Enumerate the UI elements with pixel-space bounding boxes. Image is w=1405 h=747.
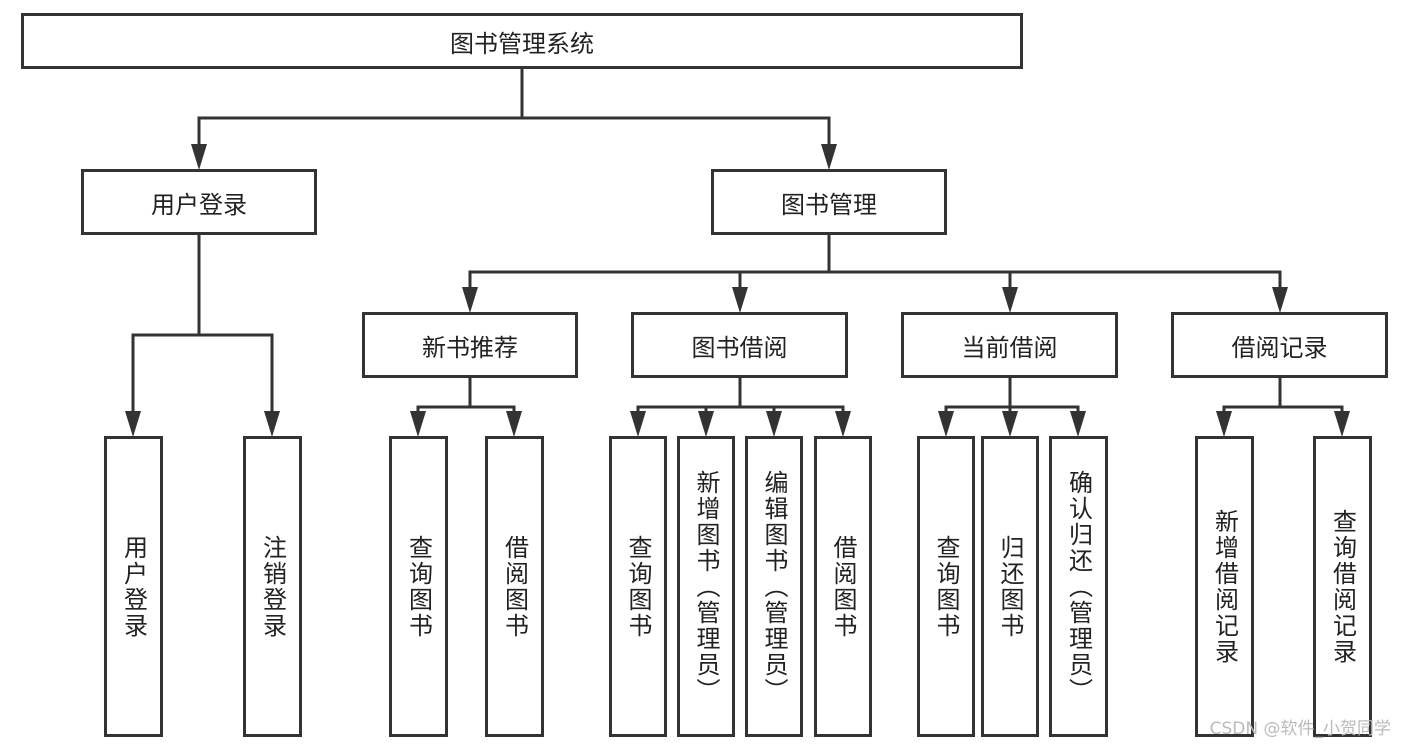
node-borrow-records: 借阅记录: [1171, 312, 1388, 378]
node-new-book-recommend: 新书推荐: [362, 312, 578, 378]
arrowhead-icon: [1216, 411, 1232, 437]
leaf-query-books-3: 查询图书: [917, 436, 975, 737]
arrowhead-icon: [835, 411, 851, 437]
node-root: 图书管理系统: [21, 13, 1023, 69]
leaf-borrow-books-1: 借阅图书: [485, 436, 544, 737]
arrowhead-icon: [1272, 287, 1288, 313]
arrowhead-icon: [191, 144, 207, 170]
leaf-query-books-1: 查询图书: [389, 436, 448, 737]
arrowhead-icon: [698, 411, 714, 437]
leaf-logout: 注销登录: [243, 436, 302, 737]
arrowhead-icon: [506, 411, 522, 437]
leaf-return-books: 归还图书: [981, 436, 1039, 737]
arrowhead-icon: [264, 411, 280, 437]
arrowhead-icon: [1070, 411, 1086, 437]
node-book-borrow: 图书借阅: [631, 312, 848, 378]
leaf-user-login: 用户登录: [104, 436, 163, 737]
leaf-borrow-books-2: 借阅图书: [814, 436, 872, 737]
leaf-query-borrow-record: 查询借阅记录: [1313, 436, 1372, 737]
arrowhead-icon: [1002, 287, 1018, 313]
leaf-query-books-2: 查询图书: [609, 436, 667, 737]
watermark: CSDN @软件_小贺同学: [1209, 719, 1391, 739]
leaf-add-book-admin: 新增图书（管理员）: [677, 436, 735, 737]
arrowhead-icon: [821, 144, 837, 170]
leaf-edit-book-admin: 编辑图书（管理员）: [745, 436, 803, 737]
arrowhead-icon: [732, 287, 748, 313]
arrowhead-icon: [766, 411, 782, 437]
arrowhead-icon: [630, 411, 646, 437]
arrowhead-icon: [462, 287, 478, 313]
arrowhead-icon: [1334, 411, 1350, 437]
arrowhead-icon: [1002, 411, 1018, 437]
arrowhead-icon: [125, 411, 141, 437]
leaf-add-borrow-record: 新增借阅记录: [1195, 436, 1254, 737]
arrowhead-icon: [410, 411, 426, 437]
node-user-login: 用户登录: [81, 169, 317, 235]
leaf-confirm-return-admin: 确认归还（管理员）: [1049, 436, 1108, 737]
node-book-management: 图书管理: [711, 169, 947, 235]
node-current-borrow: 当前借阅: [901, 312, 1118, 378]
arrowhead-icon: [938, 411, 954, 437]
